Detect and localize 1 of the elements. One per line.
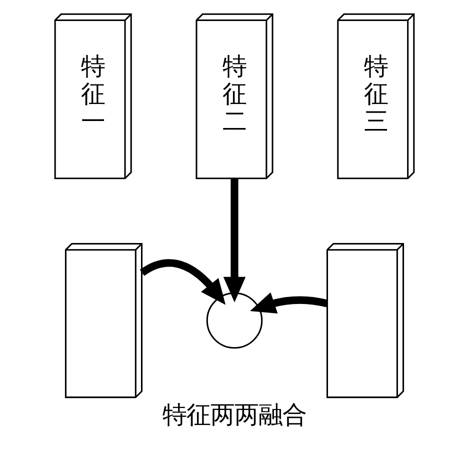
caption: 特征两两融合 xyxy=(162,400,306,429)
